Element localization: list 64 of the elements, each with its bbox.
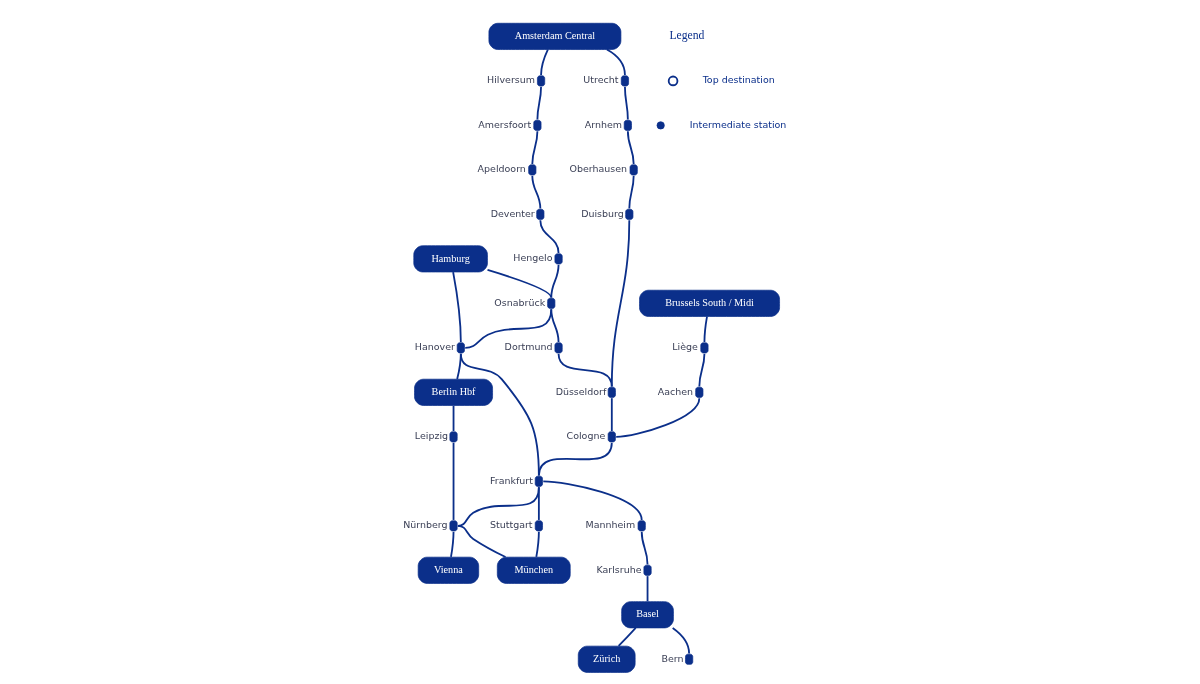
connector xyxy=(449,530,454,558)
node-label: Oberhausen xyxy=(569,163,627,175)
node-label: Dortmund xyxy=(504,341,553,353)
connector xyxy=(452,441,454,521)
connector xyxy=(537,486,540,521)
node-label: Utrecht xyxy=(582,74,618,86)
node-box: Amsterdam Central xyxy=(488,22,621,50)
connector xyxy=(452,404,454,432)
node-label: Arnhem xyxy=(584,118,622,130)
connector xyxy=(614,397,700,438)
node-label: Deventer xyxy=(490,207,535,219)
connector xyxy=(541,480,643,521)
node-label: Stuttgart xyxy=(489,519,533,531)
node-box: München xyxy=(496,556,571,584)
connector xyxy=(697,352,705,388)
connector xyxy=(617,627,637,647)
connector xyxy=(537,441,613,477)
node-label: Düsseldorf xyxy=(555,385,606,397)
legend-label: Intermediate station xyxy=(689,118,786,130)
connector xyxy=(530,174,541,210)
connector xyxy=(703,315,708,343)
connector xyxy=(610,397,613,432)
legend-label: Top destination xyxy=(702,74,775,86)
node-label: Cologne xyxy=(566,430,605,442)
node-label: Leipzig xyxy=(414,430,448,442)
node-label: Aachen xyxy=(657,385,693,397)
connector xyxy=(534,530,540,558)
node-label: Amersfoort xyxy=(477,118,531,130)
node-label: Hengelo xyxy=(512,252,553,264)
connector xyxy=(627,174,635,210)
node-label: Mannheim xyxy=(585,519,635,531)
connector xyxy=(539,48,549,76)
node-box: Vienna xyxy=(417,556,479,584)
connector xyxy=(605,48,626,76)
connector xyxy=(646,575,648,603)
node-box: Berlin Hbf xyxy=(413,378,493,406)
connector xyxy=(640,530,648,566)
connector xyxy=(538,219,559,254)
connector xyxy=(456,524,506,558)
connector xyxy=(549,308,559,343)
connector xyxy=(610,219,630,388)
connector xyxy=(451,271,462,343)
node-label: Duisburg xyxy=(580,207,624,219)
connector xyxy=(671,627,690,655)
connector xyxy=(623,85,629,121)
node-label: Osnabrück xyxy=(493,296,545,308)
connector xyxy=(626,130,635,165)
connector xyxy=(549,263,559,299)
node-label: Nürnberg xyxy=(402,519,448,531)
node-box: Hamburg xyxy=(412,245,488,273)
node-label: Bern xyxy=(660,652,683,664)
node-box: Zürich xyxy=(577,645,635,673)
node-label: Frankfurt xyxy=(489,474,533,486)
node-label: Hilversum xyxy=(486,74,535,86)
node-box: Basel xyxy=(620,601,674,629)
node-label: Hanover xyxy=(414,341,455,353)
node-label: Karlsruhe xyxy=(595,563,642,575)
node-box: Brussels South / Midi xyxy=(638,289,780,317)
connector xyxy=(486,269,552,299)
node-label: Liège xyxy=(671,341,698,353)
label: Legend xyxy=(668,29,704,43)
node-label: Apeldoorn xyxy=(477,163,526,175)
connector xyxy=(536,85,542,121)
connector xyxy=(530,130,538,165)
